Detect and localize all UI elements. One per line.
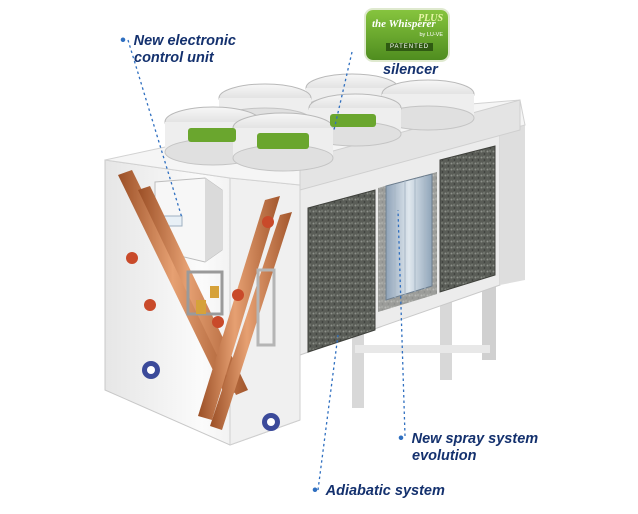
callout-spray-line1: New spray system [411,431,539,447]
valve-assembly [186,268,276,347]
callout-silencer-text: silencer [383,62,438,78]
dot-icon: • [398,430,404,447]
fan-unit [381,79,475,131]
spray-coil [378,172,437,312]
silencer-label-icon [257,133,309,149]
whisperer-plus-badge: the Whisperer PLUS by LU-VE PATENTED [366,10,448,60]
badge-plus: PLUS [418,13,443,24]
callout-control-unit-line1: New electronic [133,33,236,49]
leader-lines [127,39,406,491]
dot-icon: • [120,32,126,49]
callout-control-unit: • New electronic control unit [120,32,236,67]
silencer-label-icon [188,128,236,142]
callout-adiabatic: • Adiabatic system [312,482,445,500]
callout-control-unit-line2: control unit [134,50,214,66]
badge-patented: PATENTED [386,43,434,51]
badge-maker: by LU-VE [419,32,443,38]
copper-pipes [118,170,292,430]
badge-brand: the Whisperer [372,18,436,30]
support-frame [352,270,496,408]
adiabatic-pads [307,145,496,353]
callout-spray-system: • New spray system evolution [398,430,538,465]
callout-silencer: silencer [383,62,438,79]
callout-spray-line2: evolution [412,448,477,464]
luve-swirl-icon [142,361,160,379]
silencer-label-icon [330,114,376,127]
luve-swirl-icon [262,413,280,431]
callout-adiabatic-text: Adiabatic system [325,483,445,499]
fan-array [164,73,475,172]
dot-icon: • [312,482,318,499]
